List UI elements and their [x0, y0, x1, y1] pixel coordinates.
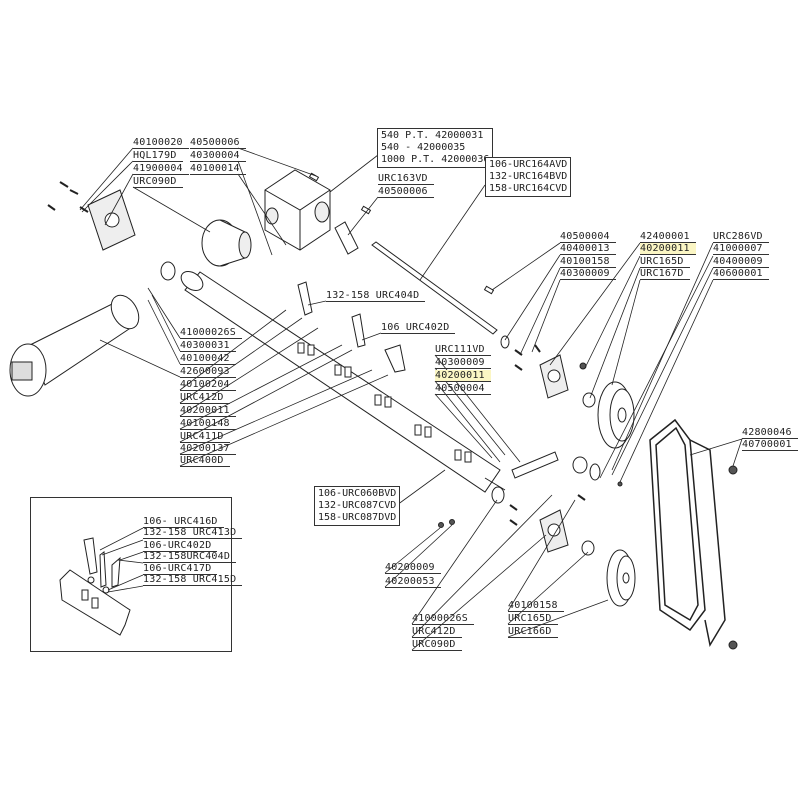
part-label: 40100158	[560, 256, 616, 268]
part-label: 40100020	[133, 137, 189, 149]
part-label: 41900004	[133, 163, 189, 175]
part-label: 40300031	[180, 340, 236, 352]
part-label: 40500004	[560, 231, 616, 243]
shaft-variant: 158-URC164CVD	[489, 183, 568, 194]
inset-part-label: 132-158 URC413D	[143, 527, 243, 539]
part-label: 40200053	[385, 576, 441, 588]
pto-driveshaft	[9, 294, 140, 397]
part-label: 41000007	[713, 243, 769, 255]
part-label-highlighted: 40200011	[640, 243, 696, 255]
part-label: 40300009	[435, 357, 491, 369]
upper-pulley	[597, 381, 635, 449]
part-label: 40400009	[713, 256, 769, 268]
lower-pulley	[606, 549, 636, 607]
key	[360, 205, 372, 215]
v-belts	[649, 418, 726, 648]
inset-part-label: 106-URC417D	[143, 563, 218, 575]
part-label: 40200137	[180, 443, 236, 455]
inset-leader-lines	[99, 527, 144, 593]
inset-flail-detail	[59, 537, 131, 636]
gearbox	[264, 169, 331, 251]
part-label-highlighted: 40200011	[435, 370, 491, 382]
key	[483, 285, 495, 295]
part-label: 41000026S	[180, 327, 242, 339]
tension-arm	[511, 451, 559, 479]
spacer-bushings	[572, 392, 601, 556]
part-label: 40400013	[560, 243, 616, 255]
part-label: URC090D	[133, 176, 183, 188]
part-label: 42600093	[180, 366, 236, 378]
part-label: 40100014	[190, 163, 246, 175]
flail-brackets	[297, 342, 472, 463]
leader-lines	[79, 147, 743, 651]
part-label: URC090D	[412, 639, 462, 651]
inset-part-label: 132-158URC404D	[143, 551, 237, 563]
shaft-variant: 132-URC164BVD	[489, 171, 568, 182]
part-label: 40500004	[435, 383, 491, 395]
nuts	[438, 362, 738, 650]
washer	[160, 261, 176, 281]
gearbox-ratio-box: 540 P.T. 42000031 540 - 42000035 1000 P.…	[377, 128, 494, 168]
part-label: 40100204	[180, 379, 236, 391]
part-label: 40600001	[713, 268, 769, 280]
part-label: 42400001	[640, 231, 696, 243]
part-label: URC163VD	[378, 173, 434, 185]
bearing-flange-upper	[539, 354, 569, 399]
part-label: 40100158	[508, 600, 564, 612]
part-label: 40500006	[190, 137, 246, 149]
circlip	[500, 335, 510, 349]
rotor-variant: 158-URC087DVD	[318, 512, 397, 523]
inset-part-label: 132-158 URC415D	[143, 574, 243, 586]
part-label: 132-158 URC404D	[326, 290, 426, 302]
part-label: URC165D	[508, 613, 558, 625]
part-label: URC111VD	[435, 344, 491, 356]
inset-part-label: 106- URC416D	[143, 516, 224, 528]
part-label: 42800046	[742, 427, 798, 439]
rotor-variant: 106-URC060BVD	[318, 488, 397, 499]
bearing-flange-lower	[539, 509, 569, 553]
rotor-variant-box: 106-URC060BVD 132-URC087CVD 158-URC087DV…	[314, 486, 401, 526]
part-label: 40700001	[742, 439, 798, 451]
part-label: 40500006	[378, 186, 434, 198]
bolts	[509, 344, 586, 526]
inset-part-label: 106-URC402D	[143, 540, 218, 552]
part-label: 40300004	[190, 150, 246, 162]
coupling-sleeve	[334, 221, 359, 255]
gearbox-option: 1000 P.T. 42000036	[381, 154, 490, 165]
part-label: 106 URC402D	[381, 322, 456, 334]
part-label: URC165D	[640, 256, 690, 268]
shaft-variant: 106-URC164AVD	[489, 159, 568, 170]
gearbox-option: 540 P.T. 42000031	[381, 130, 484, 141]
drive-shaft	[371, 241, 498, 335]
flail-blades	[297, 281, 406, 373]
part-label: 40100042	[180, 353, 236, 365]
part-label: URC412D	[412, 626, 462, 638]
part-label: URC286VD	[713, 231, 769, 243]
rotor-variant: 132-URC087CVD	[318, 500, 397, 511]
part-label: 40200009	[385, 562, 441, 574]
part-label: URC411D	[180, 431, 230, 443]
part-label: HQL179D	[133, 150, 183, 162]
part-label: 40200011	[180, 405, 236, 417]
part-label: 40300009	[560, 268, 616, 280]
part-label: URC166D	[508, 626, 558, 638]
part-label: 41000026S	[412, 613, 474, 625]
seal-ring	[491, 486, 505, 504]
part-label: 40100148	[180, 418, 236, 430]
shaft-variant-box: 106-URC164AVD 132-URC164BVD 158-URC164CV…	[485, 157, 572, 197]
cone-guard	[201, 219, 252, 267]
gearbox-option: 540 - 42000035	[381, 142, 466, 153]
part-label: URC412D	[180, 392, 230, 404]
part-label: URC400D	[180, 455, 230, 467]
inset-frame	[30, 497, 232, 652]
part-label: URC167D	[640, 268, 690, 280]
